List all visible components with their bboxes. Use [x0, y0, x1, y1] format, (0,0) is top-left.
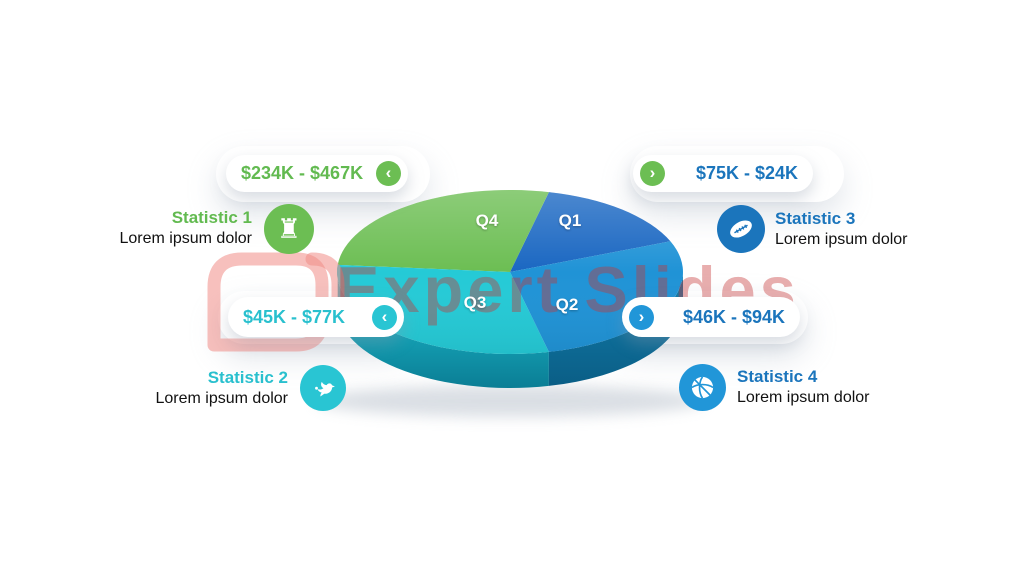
- pie-skirt-q2: [548, 272, 683, 386]
- dove-icon: [315, 381, 335, 397]
- basketball-icon: [691, 376, 714, 399]
- chevron-right-icon: ›: [638, 306, 645, 326]
- stat4-title: Statistic 4: [737, 367, 818, 386]
- stat2-desc: Lorem ipsum dolor: [155, 390, 289, 407]
- stat1-icon-button[interactable]: ♜: [264, 204, 314, 254]
- chess-rook-icon: ♜: [276, 213, 302, 245]
- range-value-stat1: $234K - $467K: [241, 163, 364, 183]
- american-football-icon: [730, 220, 752, 238]
- stat2-title: Statistic 2: [207, 368, 288, 387]
- stat3-desc: Lorem ipsum dolor: [775, 231, 908, 248]
- range-value-stat2: $45K - $77K: [243, 306, 346, 327]
- stat3-textblock: Statistic 3 Lorem ipsum dolor: [775, 208, 945, 250]
- stat3-icon-button[interactable]: [717, 205, 765, 253]
- chevron-right-button-stat4[interactable]: ›: [629, 304, 654, 330]
- pie-ground-shadow: [315, 385, 705, 417]
- stat3-title: Statistic 3: [775, 209, 856, 228]
- chevron-left-button-stat2[interactable]: ‹: [372, 304, 397, 330]
- range-value-stat3: $75K - $24K: [695, 163, 798, 183]
- range-pill-stat2[interactable]: $45K - $77K ‹: [228, 297, 404, 337]
- chevron-right-icon: ›: [649, 163, 656, 182]
- chevron-left-button-stat1[interactable]: ‹: [376, 161, 401, 186]
- stat4-desc: Lorem ipsum dolor: [737, 389, 870, 406]
- pie-label-q4: Q4: [475, 211, 499, 230]
- stat1-desc: Lorem ipsum dolor: [119, 230, 253, 247]
- stat1-title: Statistic 1: [171, 208, 252, 227]
- stat2-textblock: Statistic 2 Lorem ipsum dolor: [138, 367, 289, 409]
- pie-top-sheen: [337, 190, 683, 354]
- range-value-stat4: $46K - $94K: [682, 306, 785, 327]
- chevron-right-button-stat3[interactable]: ›: [640, 161, 665, 186]
- pie-label-q3: Q3: [463, 293, 487, 312]
- stat2-icon-button[interactable]: [300, 365, 346, 411]
- pie-label-q2: Q2: [555, 295, 579, 314]
- range-pill-stat1[interactable]: $234K - $467K ‹: [226, 155, 408, 192]
- chevron-left-icon: ‹: [385, 163, 392, 182]
- pie-skirt-q3: [337, 264, 549, 388]
- chevron-left-icon: ‹: [381, 306, 388, 326]
- range-pill-stat3[interactable]: › $75K - $24K: [633, 155, 813, 192]
- stat1-textblock: Statistic 1 Lorem ipsum dolor: [95, 207, 253, 249]
- stat4-icon-button[interactable]: [679, 364, 726, 411]
- stat4-textblock: Statistic 4 Lorem ipsum dolor: [737, 366, 907, 408]
- range-pill-stat4[interactable]: › $46K - $94K: [622, 297, 800, 337]
- pie-label-q1: Q1: [558, 211, 582, 230]
